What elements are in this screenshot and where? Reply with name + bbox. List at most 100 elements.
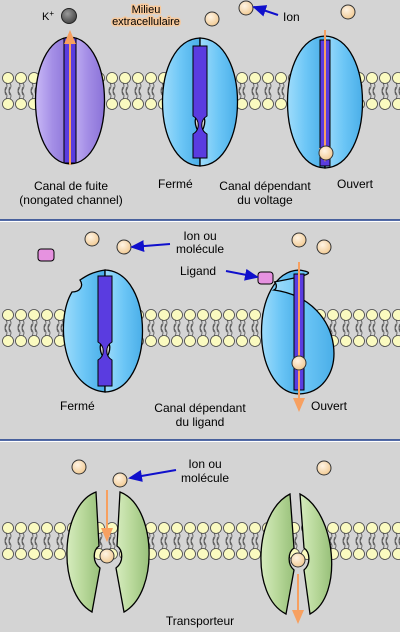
lipid-head — [327, 522, 339, 534]
lipid-head — [392, 335, 400, 347]
lipid-head — [15, 522, 27, 534]
lipid-head — [2, 548, 14, 560]
lipid-head — [236, 335, 248, 347]
panel-transporters: Ion ou molécule Transporteur — [0, 442, 400, 632]
leak-channel-label-line1: Canal de fuite — [34, 179, 108, 193]
lipid-head — [353, 522, 365, 534]
ligand-channel-label-line1: Canal dépendant — [154, 401, 246, 415]
lipid-head — [106, 98, 118, 110]
ligand-label: Ligand — [180, 264, 216, 278]
lipid-head — [379, 98, 391, 110]
lipid-head — [132, 98, 144, 110]
lipid-head — [366, 72, 378, 84]
lipid-head — [28, 335, 40, 347]
lipid-head — [15, 72, 27, 84]
ligand-channel-closed — [62, 269, 143, 393]
lipid-head — [223, 309, 235, 321]
ligand-channel-label-line2: du ligand — [176, 415, 225, 429]
lipid-head — [15, 98, 27, 110]
lipid-head — [236, 72, 248, 84]
lipid-head — [275, 72, 287, 84]
lipid-head — [158, 548, 170, 560]
ion-label-line2: molécule — [176, 242, 224, 256]
lipid-head — [158, 335, 170, 347]
lipid-head — [223, 522, 235, 534]
lipid-head — [106, 522, 118, 534]
lipid-head — [2, 98, 14, 110]
lipid-head — [54, 522, 66, 534]
ion-icon — [318, 145, 334, 161]
lipid-head — [379, 309, 391, 321]
ion-icon — [84, 231, 100, 247]
ion-icon — [71, 459, 87, 475]
lipid-head — [366, 522, 378, 534]
ion-label: Ion — [283, 10, 300, 24]
lipid-head — [262, 98, 274, 110]
lipid-head — [145, 335, 157, 347]
lipid-head — [340, 548, 352, 560]
lipid-head — [184, 309, 196, 321]
voltage-channel-closed — [162, 37, 238, 167]
ion-icon — [99, 548, 115, 564]
medium-label-line1: Milieu — [132, 4, 161, 16]
lipid-head — [171, 522, 183, 534]
medium-label-line2: extracellulaire — [112, 16, 180, 28]
lipid-head — [119, 72, 131, 84]
lipid-head — [379, 548, 391, 560]
lipid-head — [28, 309, 40, 321]
ion-symbol-label: K+ — [42, 9, 54, 23]
ion-label-line1: Ion ou — [188, 457, 221, 471]
lipid-head — [28, 548, 40, 560]
lipid-head — [15, 548, 27, 560]
open-label: Ouvert — [311, 399, 348, 413]
ion-label-line1: Ion ou — [183, 229, 216, 243]
lipid-head — [15, 309, 27, 321]
ion-pointer-arrow — [252, 5, 279, 17]
ion-icon — [316, 239, 332, 255]
lipid-head — [236, 309, 248, 321]
transporter-label: Transporteur — [166, 614, 234, 628]
lipid-head — [379, 335, 391, 347]
ion-icon — [291, 232, 307, 248]
lipid-head — [2, 72, 14, 84]
lipid-head — [184, 335, 196, 347]
lipid-head — [353, 309, 365, 321]
lipid-head — [353, 335, 365, 347]
bound-ligand-icon — [257, 271, 274, 285]
lipid-head — [379, 72, 391, 84]
lipid-head — [15, 335, 27, 347]
lipid-head — [197, 548, 209, 560]
ion-icon — [340, 4, 356, 20]
ion-pointer-arrow — [130, 240, 171, 253]
lipid-head — [119, 98, 131, 110]
lipid-head — [145, 309, 157, 321]
lipid-head — [54, 548, 66, 560]
ion-icon — [316, 460, 332, 476]
lipid-head — [145, 98, 157, 110]
lipid-head — [249, 309, 261, 321]
lipid-head — [353, 548, 365, 560]
voltage-channel-open — [286, 30, 364, 169]
ion-icon — [116, 239, 132, 255]
lipid-head — [145, 72, 157, 84]
lipid-head — [340, 335, 352, 347]
lipid-head — [249, 548, 261, 560]
lipid-head — [249, 522, 261, 534]
lipid-head — [379, 522, 391, 534]
lipid-head — [210, 335, 222, 347]
ion-label-line2: molécule — [181, 471, 229, 485]
lipid-head — [236, 548, 248, 560]
open-label: Ouvert — [337, 177, 374, 191]
lipid-head — [275, 98, 287, 110]
lipid-head — [249, 335, 261, 347]
closed-label: Fermé — [60, 399, 95, 413]
ion-icon — [290, 552, 306, 568]
lipid-head — [197, 522, 209, 534]
ligand-icon — [37, 248, 55, 262]
potassium-ion-icon — [61, 8, 77, 24]
lipid-head — [392, 72, 400, 84]
voltage-channel-label-line1: Canal dépendant — [219, 179, 311, 193]
lipid-head — [184, 522, 196, 534]
lipid-head — [171, 309, 183, 321]
